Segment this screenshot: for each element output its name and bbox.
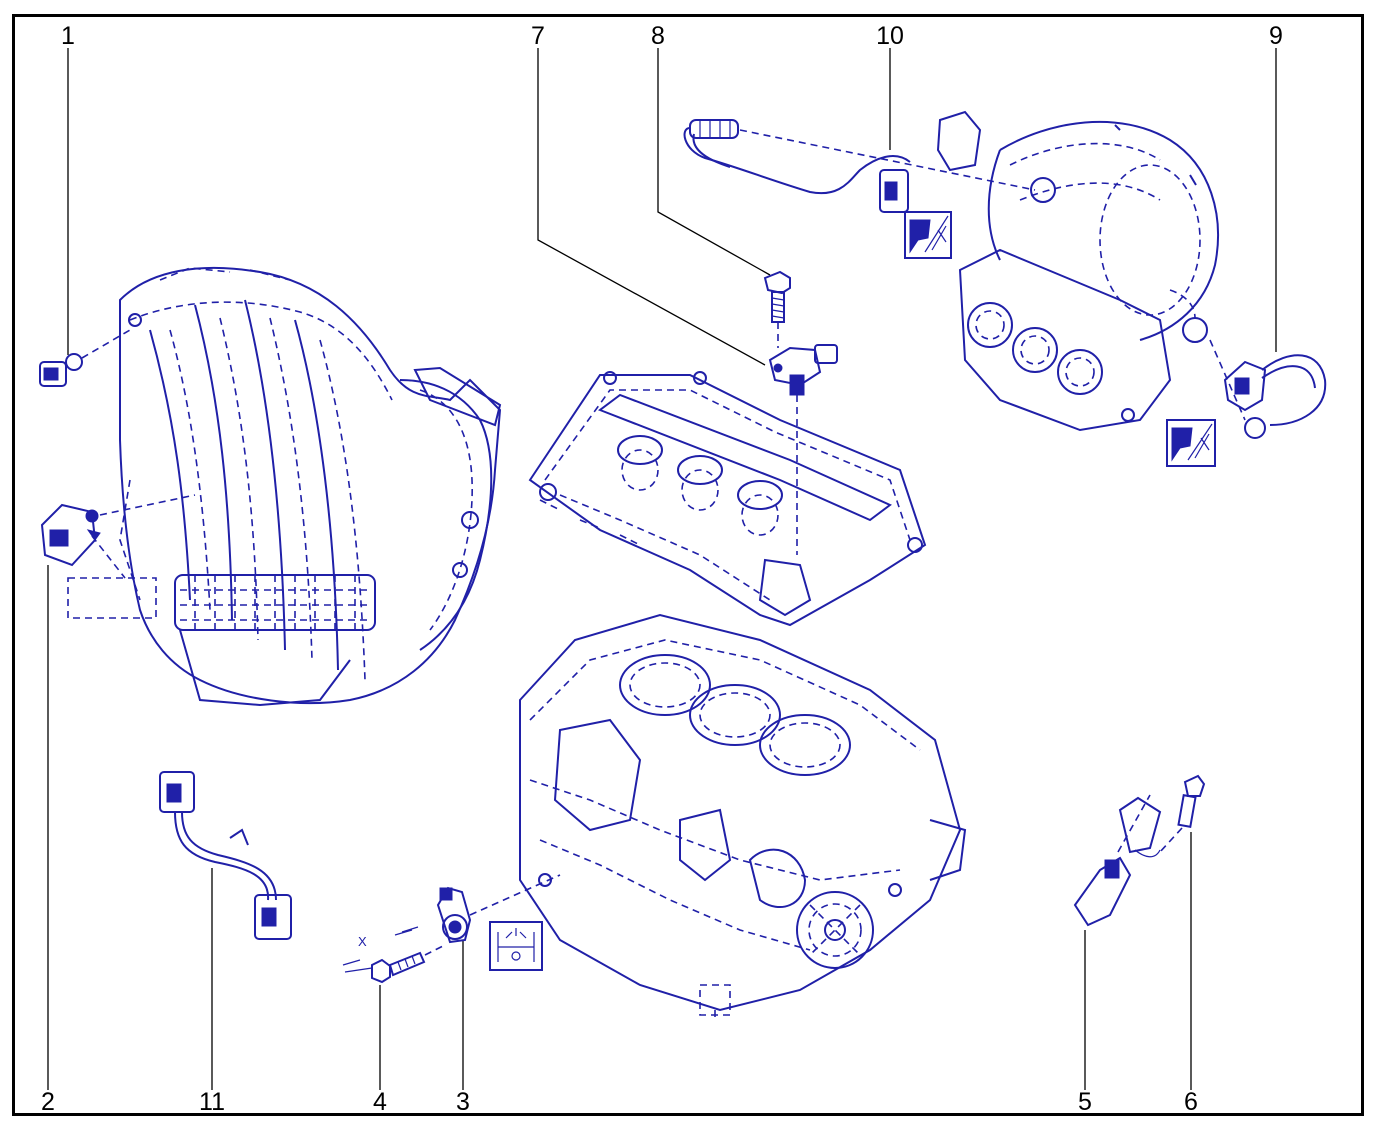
exhaust-manifold-catalyst: [936, 110, 1219, 432]
torque-symbol-icon: [904, 211, 952, 259]
tightening-procedure-icon: [489, 921, 543, 971]
callout-8: 8: [651, 22, 665, 50]
dimension-label-x: X: [358, 934, 367, 949]
part-8-bolt: [763, 270, 791, 348]
torque-symbol-icon: [1166, 419, 1216, 467]
diagram-frame: [12, 14, 1364, 1116]
callout-10: 10: [876, 22, 904, 50]
part-1-sensor: [39, 329, 131, 387]
callout-7: 7: [531, 22, 545, 50]
part-11-wiring-harness: [159, 771, 292, 940]
callout-1: 1: [61, 22, 75, 50]
part-2-sensor: [40, 494, 196, 619]
part-3-knock-sensor: [436, 874, 561, 944]
leader-lines: [47, 48, 1277, 1090]
part-10-oxygen-sensor: [683, 119, 1036, 213]
part-6-bolt: [1159, 774, 1206, 853]
callout-11: 11: [199, 1088, 225, 1116]
cylinder-head: [528, 371, 927, 627]
callout-5: 5: [1078, 1088, 1092, 1116]
callout-9: 9: [1269, 22, 1283, 50]
callout-6: 6: [1184, 1088, 1198, 1116]
leader-8: [657, 48, 771, 276]
engine-block: [519, 613, 967, 1018]
part-4-bolt: [342, 926, 446, 984]
intake-manifold: [119, 266, 502, 707]
callout-2: 2: [41, 1088, 55, 1116]
callout-4: 4: [373, 1088, 387, 1116]
part-5-crank-sensor: [1073, 794, 1162, 927]
part-9-oxygen-sensor: [1209, 339, 1327, 439]
callout-3: 3: [456, 1088, 470, 1116]
leader-7: [537, 48, 766, 366]
part-7-sensor: [768, 344, 838, 396]
